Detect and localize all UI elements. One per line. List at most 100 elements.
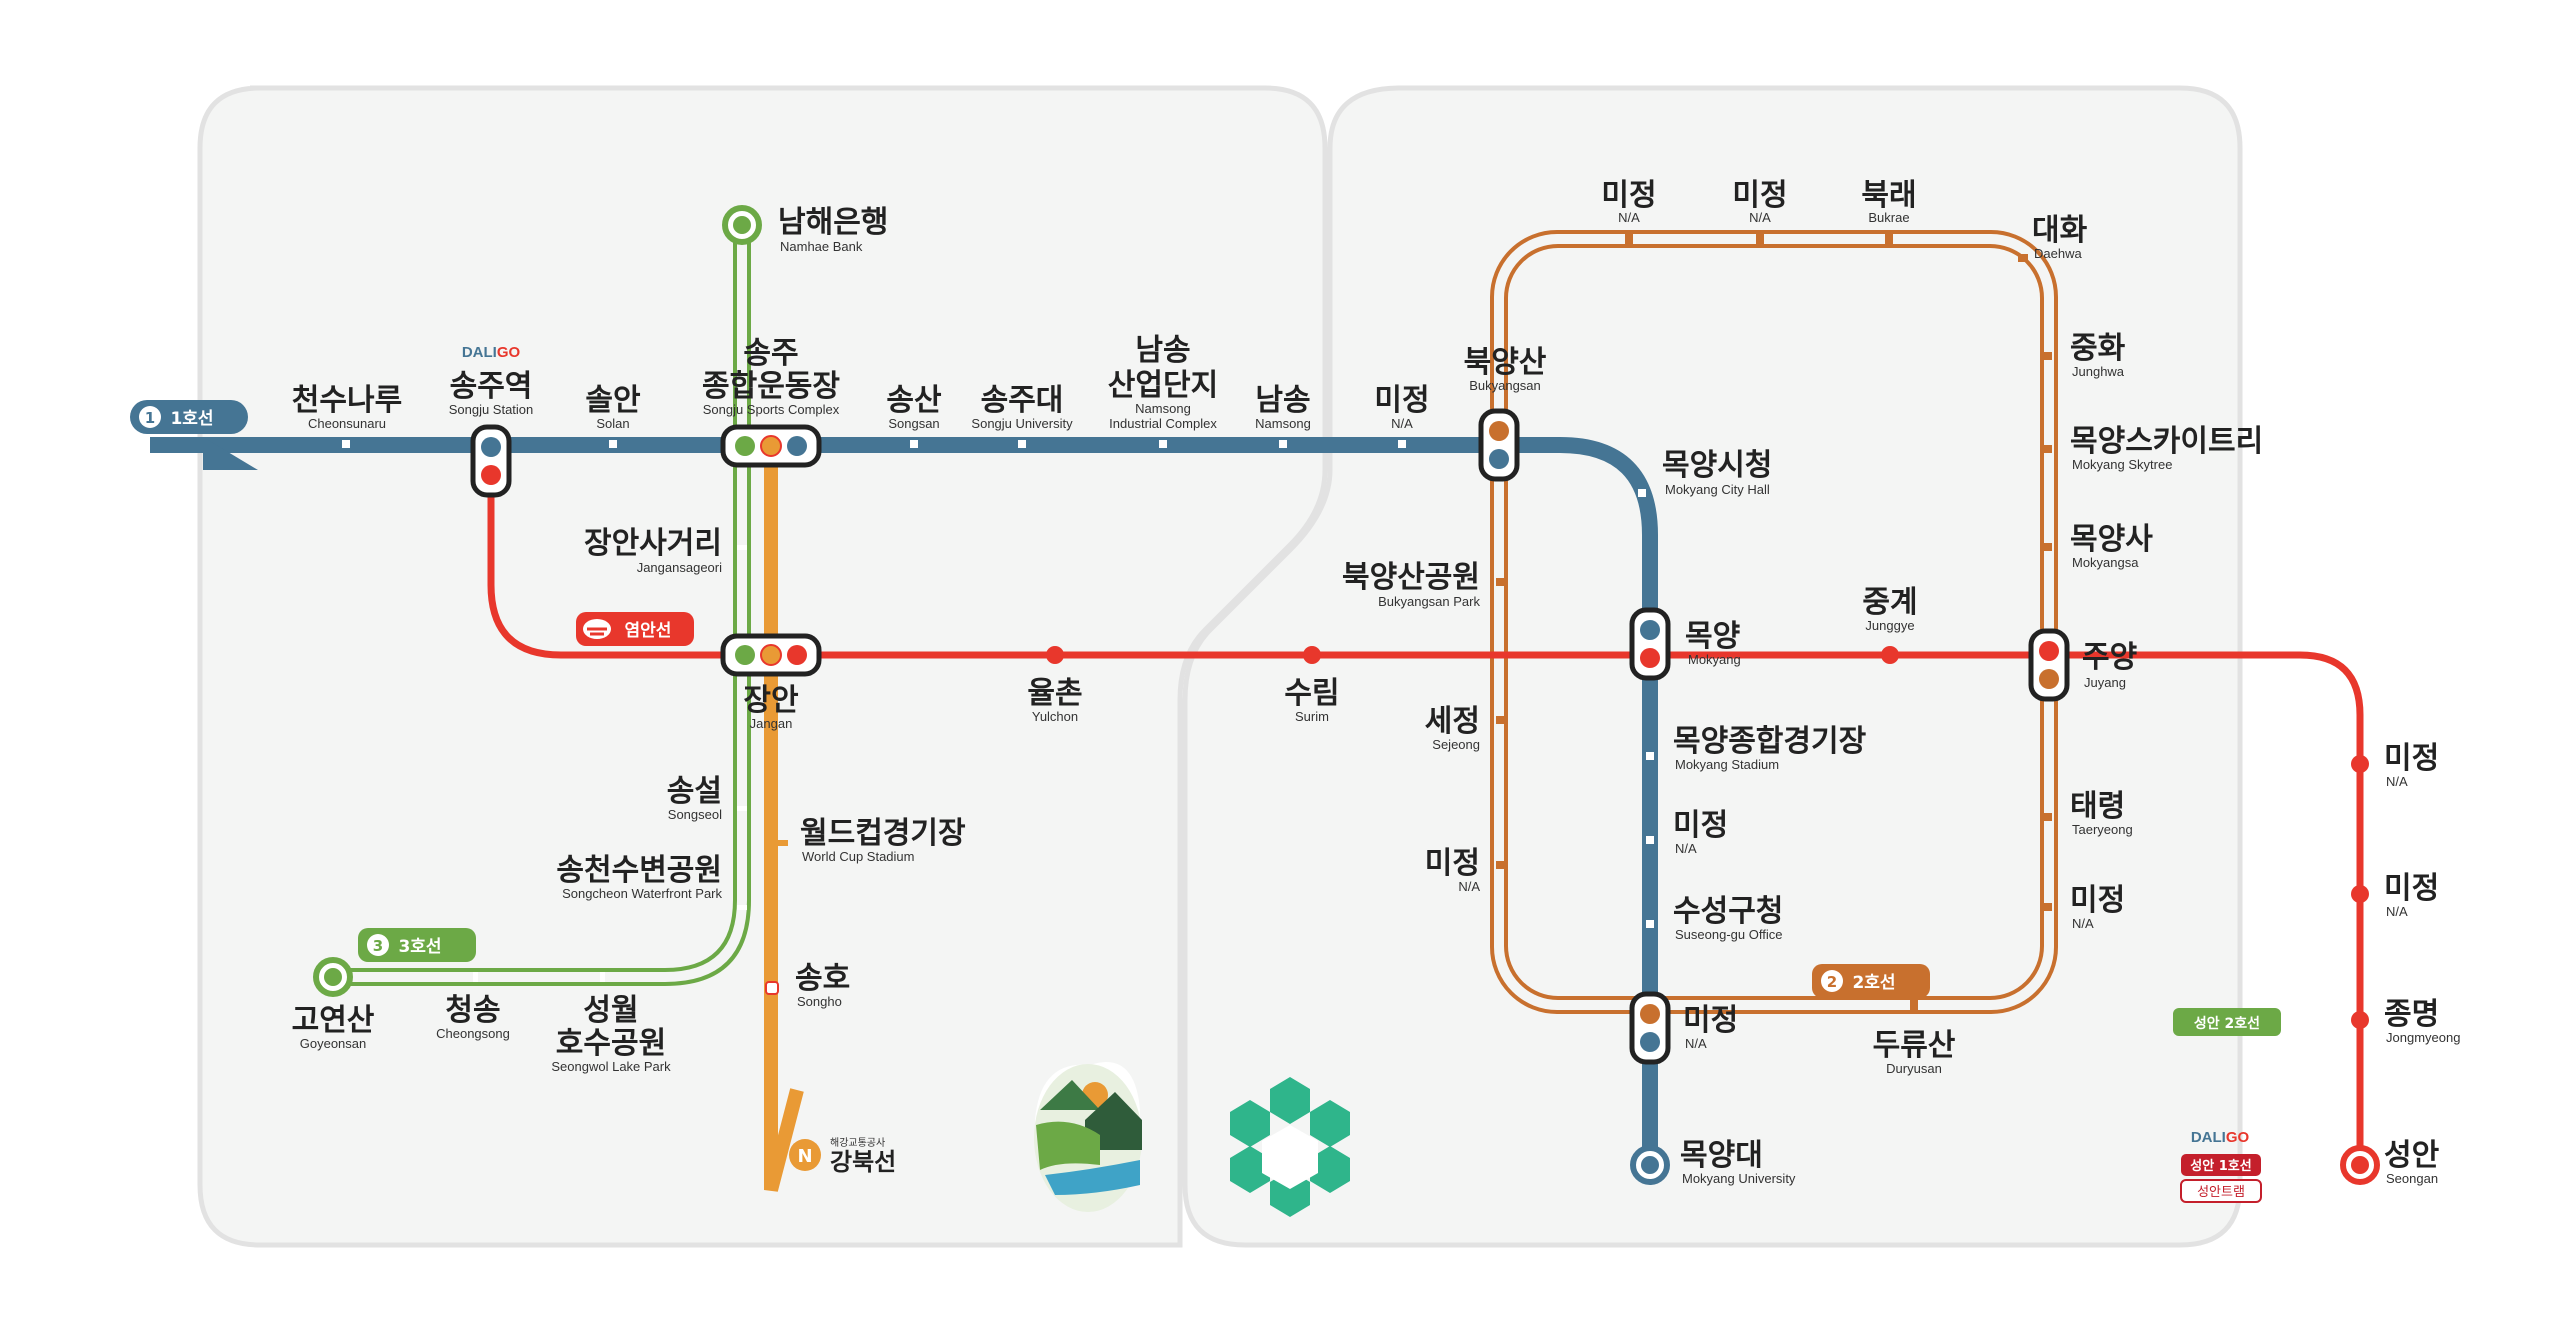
interchange-mokyang	[1629, 607, 1671, 681]
station-juyang-ko: 주양	[2082, 640, 2137, 675]
station-songju-ko: 송주역	[450, 369, 533, 404]
station-skytree-en: Mokyang Skytree	[2072, 457, 2172, 472]
station-sportscomplex-en: Songju Sports Complex	[703, 402, 840, 417]
station-sejeong[interactable]: 세정 Sejeong	[1425, 704, 1480, 752]
station-daehwa[interactable]: 대화 Daehwa	[2032, 213, 2088, 261]
station-mokyang-ko: 목양	[1685, 619, 1740, 654]
station-taeryeong[interactable]: 태령 Taeryeong	[2070, 789, 2133, 837]
station-mijeong-r1[interactable]: 미정 N/A	[2384, 741, 2439, 789]
line-1-label: 1호선	[170, 409, 213, 429]
station-mijeong-t1[interactable]: 미정 N/A	[1601, 178, 1656, 225]
station-namhae-ko: 남해은행	[778, 205, 888, 240]
station-namhae[interactable]: 남해은행 Namhae Bank	[778, 205, 888, 254]
station-goyeonsan[interactable]: 고연산 Goyeonsan	[292, 1003, 375, 1051]
station-jongmyeong[interactable]: 종명 Jongmyeong	[2384, 997, 2460, 1045]
station-namsongind[interactable]: 남송 산업단지 Namsong Industrial Complex	[1108, 333, 1218, 431]
stop-ticks-line2	[1496, 234, 2052, 1012]
station-mijeong-c[interactable]: 미정 N/A	[1673, 808, 1728, 856]
train-icon	[583, 619, 611, 639]
station-songjudae[interactable]: 송주대 Songju University	[971, 383, 1073, 431]
line-1-track	[150, 437, 1658, 1165]
station-jongmyeong-ko: 종명	[2384, 997, 2439, 1032]
hexagon-flower-logo	[1230, 1077, 1350, 1217]
terminal-seongan	[2340, 1145, 2380, 1185]
station-songseol[interactable]: 송설 Songseol	[667, 774, 722, 822]
station-mijeong-e-en: N/A	[2072, 916, 2094, 931]
line-2-badge: 2 2호선	[1812, 964, 1930, 998]
station-songju[interactable]: 송주역 Songju Station	[449, 369, 534, 417]
station-bukyangsan[interactable]: 북양산 Bukyangsan	[1464, 345, 1547, 393]
station-cheongsong[interactable]: 청송 Cheongsong	[436, 993, 510, 1041]
station-jangan[interactable]: 장안 Jangan	[743, 683, 799, 731]
station-yulchon[interactable]: 율촌 Yulchon	[1027, 676, 1082, 724]
green-city-emblem-logo	[1034, 1062, 1142, 1212]
station-stadium-ko: 목양종합경기장	[1673, 724, 1867, 759]
station-mokyangdae[interactable]: 목양대 Mokyang University	[1680, 1138, 1796, 1186]
station-mijeong-w[interactable]: 미정 N/A	[1425, 846, 1481, 894]
station-mokyangsa[interactable]: 목양사 Mokyangsa	[2070, 522, 2153, 570]
station-cityhall[interactable]: 목양시청 Mokyang City Hall	[1662, 448, 1772, 497]
station-sportscomplex-ko2: 종합운동장	[702, 369, 840, 404]
station-namsong[interactable]: 남송 Namsong	[1255, 383, 1311, 431]
station-namsongind-en1: Namsong	[1135, 401, 1191, 416]
station-suseong[interactable]: 수성구청 Suseong-gu Office	[1673, 894, 1783, 942]
line-gangbuk-track	[764, 440, 804, 1192]
station-juyang-en: Juyang	[2084, 675, 2126, 690]
station-duryusan-en: Duryusan	[1886, 1061, 1942, 1076]
seongan-tags: 성안 1호선 성안트램	[2180, 1154, 2262, 1203]
station-namsongind-ko1: 남송	[1135, 333, 1190, 368]
station-mijeong-sw-en: N/A	[1685, 1036, 1707, 1051]
station-mijeong-sw[interactable]: 미정 N/A	[1683, 1003, 1738, 1051]
line-1-num: 1	[145, 409, 155, 427]
station-mijeong-t1-en: N/A	[1618, 210, 1640, 225]
station-mijeong-t2[interactable]: 미정 N/A	[1732, 178, 1787, 225]
interchange-songju	[470, 424, 512, 498]
station-seongan-en: Seongan	[2386, 1171, 2438, 1186]
station-mijeong-r2-en: N/A	[2386, 904, 2408, 919]
station-surim[interactable]: 수림 Surim	[1284, 676, 1339, 724]
station-lakepark[interactable]: 성월 호수공원 Seongwol Lake Park	[551, 993, 671, 1074]
stop-ticks	[342, 440, 1654, 982]
station-cityhall-en: Mokyang City Hall	[1665, 482, 1770, 497]
station-waterfront[interactable]: 송천수변공원 Songcheon Waterfront Park	[556, 853, 722, 901]
station-duryusan[interactable]: 두류산 Duryusan	[1873, 1028, 1956, 1076]
station-skytree[interactable]: 목양스카이트리 Mokyang Skytree	[2070, 424, 2263, 472]
station-bukrae[interactable]: 북래 Bukrae	[1861, 178, 1916, 225]
station-mijeong-l1[interactable]: 미정 N/A	[1374, 383, 1429, 431]
station-junghwa[interactable]: 중화 Junghwa	[2070, 331, 2126, 379]
yeoman-stops	[1046, 646, 2369, 1029]
station-mijeong-c-ko: 미정	[1673, 808, 1728, 843]
line-1-badge: 1 1호선	[130, 400, 248, 434]
station-suseong-en: Suseong-gu Office	[1675, 927, 1782, 942]
station-stadium[interactable]: 목양종합경기장 Mokyang Stadium	[1673, 724, 1867, 772]
terminal-goyeonsan	[313, 957, 353, 997]
station-bukpark-en: Bukyangsan Park	[1378, 594, 1480, 609]
terminal-mokyangdae	[1630, 1145, 1670, 1185]
station-cheonsunaru-en: Cheonsunaru	[308, 416, 386, 431]
station-suseong-ko: 수성구청	[1673, 894, 1783, 929]
interchange-sportscomplex	[720, 424, 822, 468]
station-cheongsong-en: Cheongsong	[436, 1026, 510, 1041]
station-mijeong-r1-en: N/A	[2386, 774, 2408, 789]
station-mijeong-e[interactable]: 미정 N/A	[2070, 883, 2125, 931]
station-cheonsunaru[interactable]: 천수나루 Cheonsunaru	[292, 383, 402, 431]
station-sportscomplex[interactable]: 송주 종합운동장 Songju Sports Complex	[702, 336, 840, 417]
station-mokyang[interactable]: 목양 Mokyang	[1685, 619, 1741, 667]
station-cityhall-ko: 목양시청	[1662, 448, 1772, 483]
station-seongan-ko: 성안	[2384, 1138, 2440, 1173]
station-bukpark[interactable]: 북양산공원 Bukyangsan Park	[1342, 560, 1480, 609]
station-junggye-ko: 중계	[1862, 585, 1917, 620]
station-songho[interactable]: 송호 Songho	[795, 961, 850, 1009]
station-songsan[interactable]: 송산 Songsan	[886, 383, 942, 431]
station-jangan-ko: 장안	[743, 683, 799, 718]
station-janganri-en: Jangansageori	[637, 560, 722, 575]
line-2-label: 2호선	[1852, 973, 1895, 993]
station-janganri[interactable]: 장안사거리 Jangansageori	[584, 526, 722, 575]
station-mijeong-r2[interactable]: 미정 N/A	[2384, 871, 2439, 919]
station-juyang[interactable]: 주양 Juyang	[2082, 640, 2137, 690]
station-solan[interactable]: 솔안 Solan	[585, 383, 641, 431]
station-junggye[interactable]: 중계 Junggye	[1862, 585, 1917, 633]
station-mokyangdae-en: Mokyang University	[1682, 1171, 1796, 1186]
station-worldcup[interactable]: 월드컵경기장 World Cup Stadium	[800, 816, 966, 864]
station-seongan[interactable]: 성안 Seongan	[2384, 1138, 2440, 1186]
